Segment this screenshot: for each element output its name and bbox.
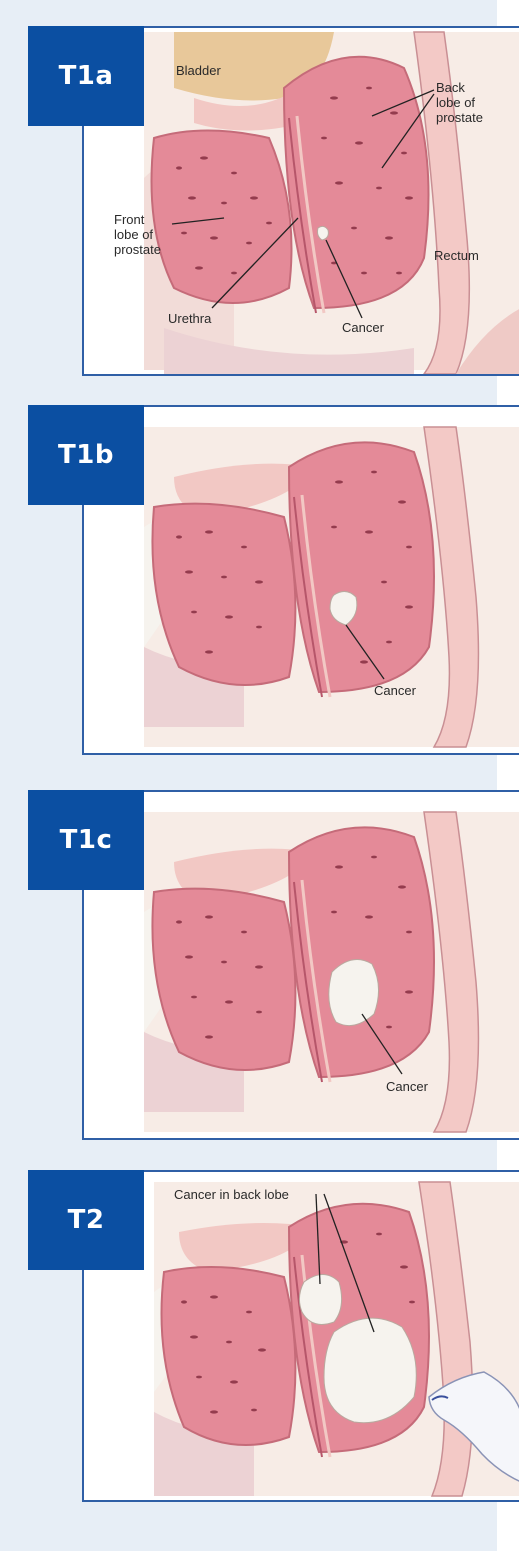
label-front-lobe-3: prostate (114, 242, 161, 257)
panel-t1c: Cancer (82, 790, 519, 1140)
label-urethra: Urethra (168, 311, 211, 326)
t1c-anatomy-illustration (84, 792, 519, 1138)
label-cancer: Cancer (342, 320, 384, 335)
stage-tab-t1a: T1a (28, 26, 144, 126)
label-back-lobe-2: lobe of (436, 95, 475, 110)
label-front-lobe-1: Front (114, 212, 144, 227)
label-back-lobe-3: prostate (436, 110, 483, 125)
panel-t2: Cancer in back lobe (82, 1170, 519, 1502)
label-cancer-in-back-lobe: Cancer in back lobe (174, 1187, 289, 1202)
stage-tab-t1c: T1c (28, 790, 144, 890)
t1b-anatomy-illustration (84, 407, 519, 753)
label-cancer: Cancer (374, 683, 416, 698)
label-bladder: Bladder (176, 63, 221, 78)
label-front-lobe-2: lobe of (114, 227, 153, 242)
panel-t1b: Cancer (82, 405, 519, 755)
t2-anatomy-illustration (84, 1172, 519, 1500)
panel-t1a: Bladder Back lobe of prostate Front lobe… (82, 26, 519, 376)
stage-tab-t2: T2 (28, 1170, 144, 1270)
label-back-lobe-1: Back (436, 80, 465, 95)
stage-tab-t1b: T1b (28, 405, 144, 505)
label-rectum: Rectum (434, 248, 479, 263)
label-cancer: Cancer (386, 1079, 428, 1094)
